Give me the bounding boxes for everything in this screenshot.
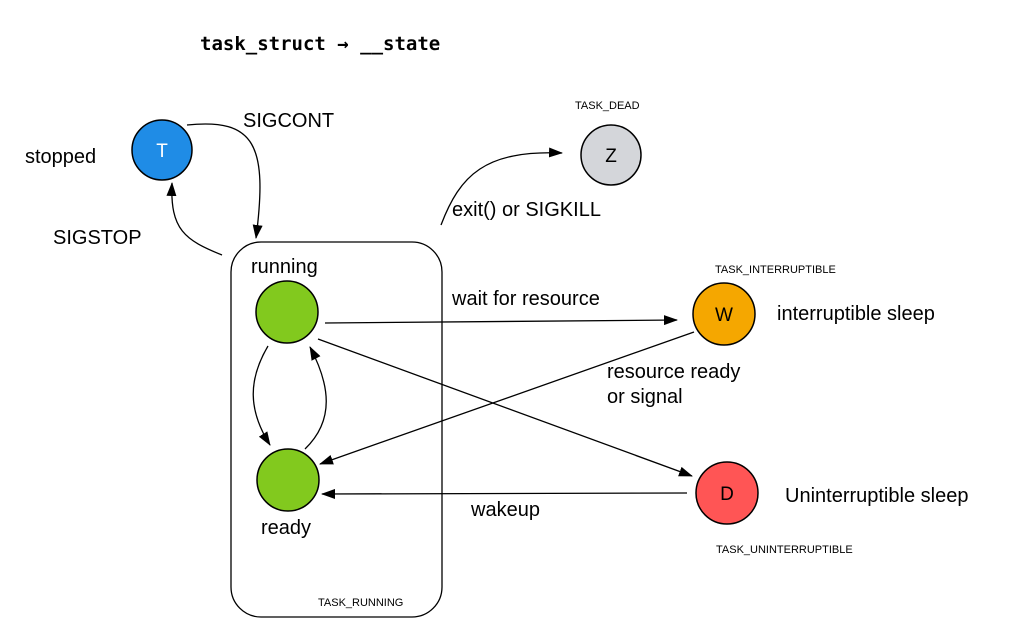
ready-label: ready (261, 517, 311, 539)
task-dead-label: TASK_DEAD (575, 100, 640, 112)
running-label: running (251, 256, 318, 278)
sigcont-edge (186, 123, 263, 239)
stopped-node-letter: T (156, 141, 168, 162)
resource-ready-label-line2: or signal (607, 386, 683, 408)
resource-ready-label-line1: resource ready (607, 361, 740, 383)
sigstop-label: SIGSTOP (53, 227, 142, 249)
interruptible-label: interruptible sleep (777, 303, 935, 325)
sigcont-label: SIGCONT (243, 110, 334, 132)
task-uninterruptible-label: TASK_UNINTERRUPTIBLE (716, 544, 853, 556)
wait-label: wait for resource (451, 288, 600, 310)
diagram-title: task_struct → __state (200, 33, 440, 55)
stopped-node (131, 119, 193, 181)
wakeup-edge (321, 488, 688, 499)
task-running-group (230, 241, 443, 618)
wait-edge (324, 315, 678, 326)
task-interruptible-label: TASK_INTERRUPTIBLE (715, 264, 836, 276)
resource-ready-edge (319, 331, 695, 465)
running-node (255, 280, 319, 344)
exit-label: exit() or SIGKILL (452, 199, 601, 221)
uninterruptible-node-letter: D (720, 484, 734, 505)
task-running-label: TASK_RUNNING (318, 597, 403, 609)
sigstop-edge (166, 182, 223, 256)
ready-node (256, 448, 320, 512)
running-to-ready-edge (252, 345, 271, 446)
uninterruptible-label: Uninterruptible sleep (785, 485, 968, 507)
ready-to-running-edge (304, 346, 327, 450)
stopped-label: stopped (25, 146, 96, 168)
dead-node-letter: Z (605, 146, 617, 167)
uninterruptible-node (695, 461, 759, 525)
interruptible-node (692, 282, 756, 346)
wakeup-label: wakeup (470, 499, 540, 521)
interruptible-node-letter: W (715, 305, 733, 326)
dead-node (580, 124, 642, 186)
exit-edge (440, 147, 563, 226)
running-to-uninterruptible-edge (317, 338, 693, 477)
